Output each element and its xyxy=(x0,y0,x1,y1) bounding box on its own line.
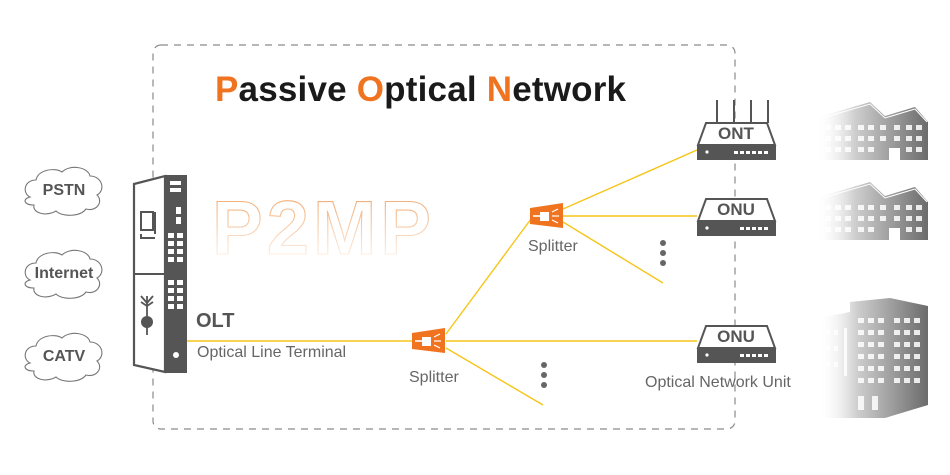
olt-chassis-icon xyxy=(132,174,187,374)
house-building-1-icon xyxy=(814,102,928,160)
cloud-internet-icon xyxy=(24,249,103,299)
onu-2-label: ONU xyxy=(717,327,755,346)
title-word-network: etwork xyxy=(512,70,627,109)
title-initial-o: O xyxy=(356,70,385,109)
service-label-pstn: PSTN xyxy=(42,182,86,199)
cloud-pstn-icon xyxy=(24,166,103,216)
service-label-catv: CATV xyxy=(42,348,86,365)
ont-label: ONT xyxy=(718,124,754,143)
title-initial-p: P xyxy=(215,70,239,109)
ont-device-icon xyxy=(696,100,777,160)
onu-device-2-icon xyxy=(696,325,777,363)
splitter-1-icon xyxy=(412,328,445,353)
fiber-splitter2-to-ont xyxy=(562,149,698,210)
cloud-catv-icon xyxy=(24,332,103,382)
title-initial-n: N xyxy=(486,70,513,109)
splitter-1-label: Splitter xyxy=(409,369,459,386)
onu-1-label: ONU xyxy=(717,200,755,219)
house-building-2-icon xyxy=(814,182,928,240)
title-word-optical: ptical xyxy=(384,70,487,109)
fiber-lines xyxy=(187,149,698,406)
fiber-splitter1-to-splitter2 xyxy=(445,218,532,335)
office-building-icon xyxy=(818,298,928,418)
service-label-internet: Internet xyxy=(34,265,94,282)
splitter-2-label: Splitter xyxy=(528,238,578,255)
splitter-2-icon xyxy=(530,203,563,228)
onu-description: Optical Network Unit xyxy=(645,374,791,391)
title-word-passive: assive xyxy=(238,70,357,109)
more-branches-dots-1 xyxy=(660,240,666,266)
p2mp-watermark: P2MP xyxy=(212,186,435,271)
onu-device-1-icon xyxy=(696,198,777,236)
fiber-splitter2-branch xyxy=(562,221,664,284)
olt-name: OLT xyxy=(196,310,235,332)
fiber-splitter1-branch xyxy=(445,347,544,406)
olt-description: Optical Line Terminal xyxy=(197,344,347,361)
more-branches-dots-2 xyxy=(541,362,547,388)
service-clouds xyxy=(24,166,103,382)
diagram-title: Passive Optical Network xyxy=(215,70,626,110)
